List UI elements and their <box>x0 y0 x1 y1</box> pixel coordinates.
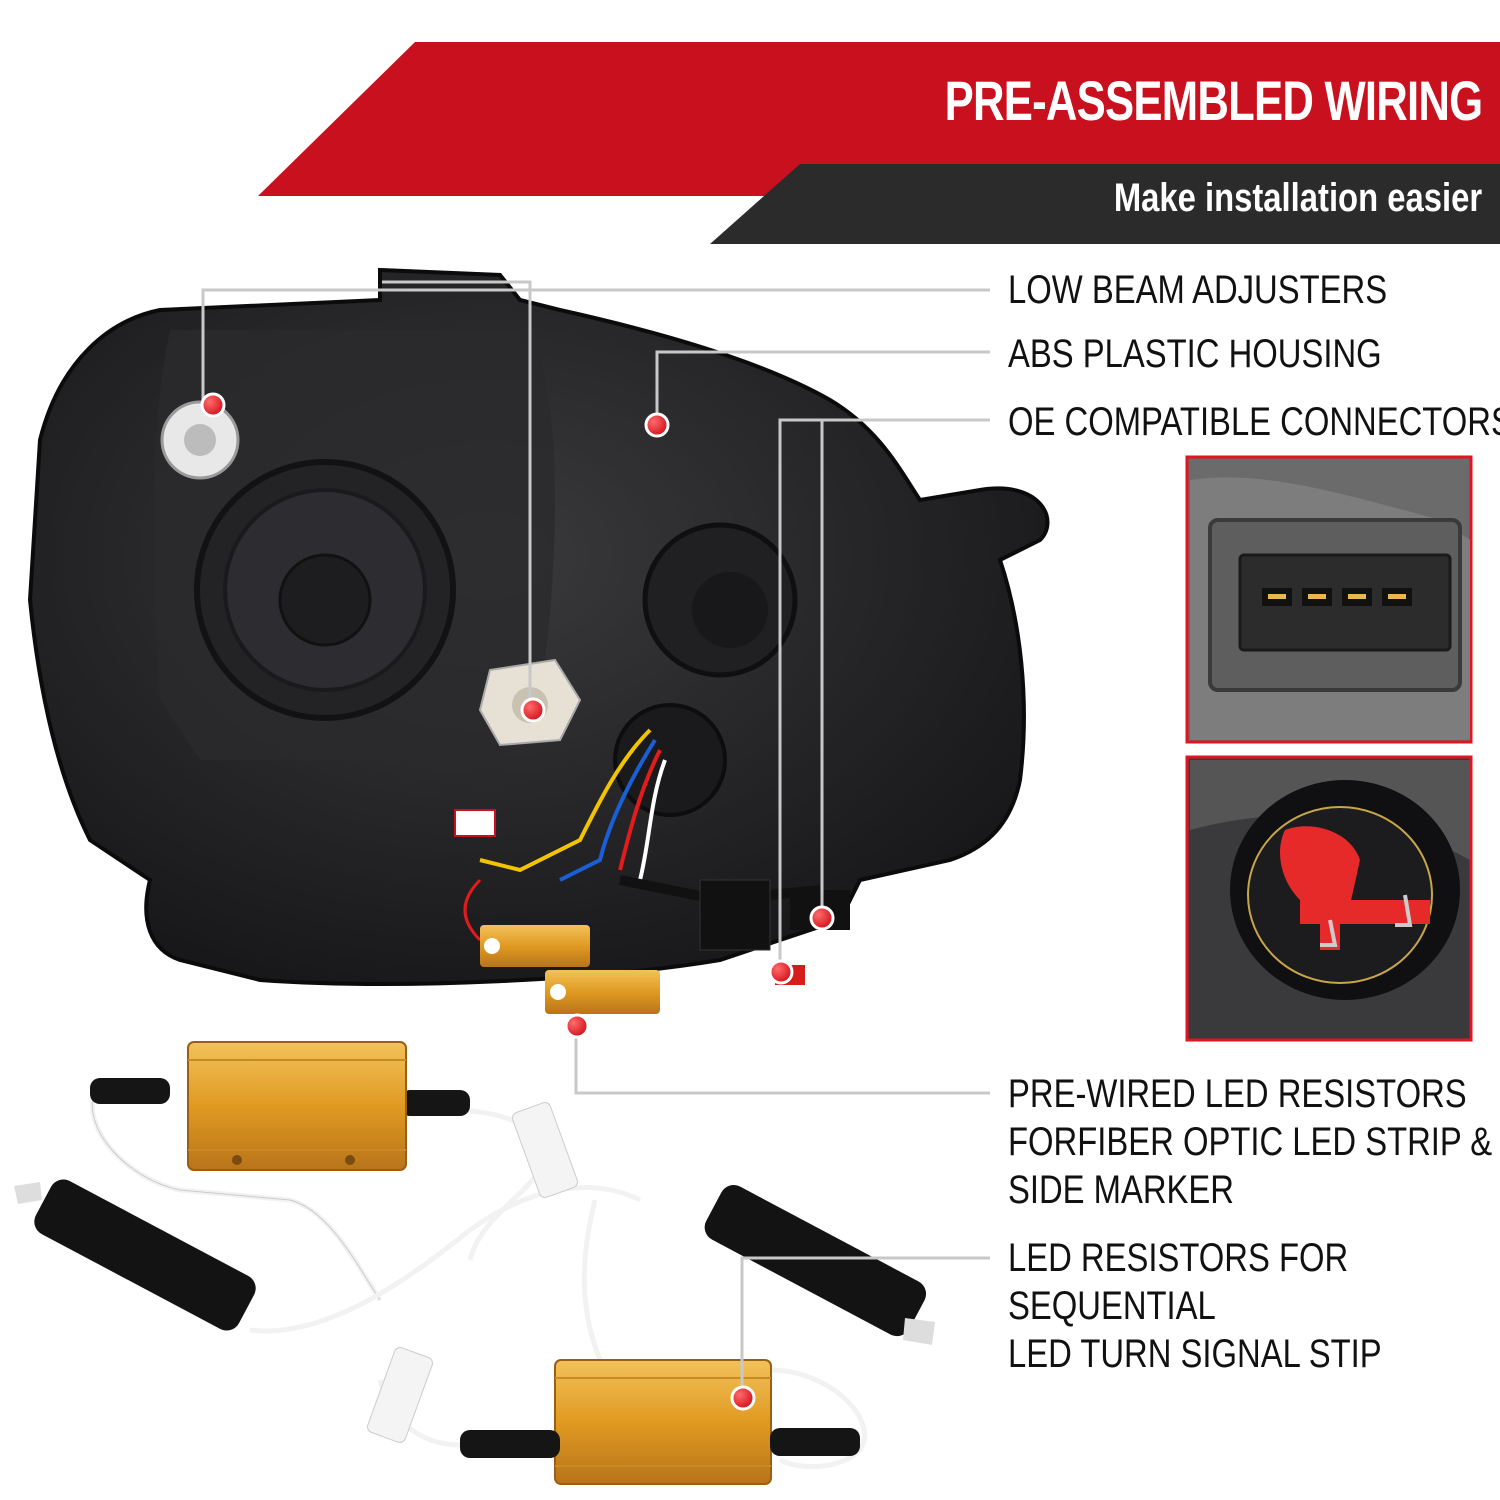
bulb-socket-closeup-photo <box>1185 755 1473 1042</box>
feature-prewired-line-1: PRE-WIRED LED RESISTORS <box>1008 1072 1467 1116</box>
marker-low-beam <box>200 392 226 418</box>
marker-connector-1 <box>809 905 835 931</box>
marker-connector-2 <box>768 959 794 985</box>
line-prewired <box>574 1025 990 1095</box>
feature-low-beam-adjusters: LOW BEAM ADJUSTERS <box>1008 268 1388 312</box>
page-subtitle: Make installation easier <box>1113 176 1482 220</box>
subtitle-banner-dark <box>710 164 1500 244</box>
marker-prewired <box>564 1013 590 1039</box>
feature-prewired-resistors: PRE-WIRED LED RESISTORS FORFIBER OPTIC L… <box>1008 1070 1492 1214</box>
resistor-small-1 <box>480 925 590 967</box>
led-resistor-photo <box>14 1041 935 1485</box>
feature-sequential-line-2: SEQUENTIAL <box>1008 1284 1216 1328</box>
line-low-beam <box>201 288 990 410</box>
feature-abs-plastic-housing: ABS PLASTIC HOUSING <box>1008 332 1382 376</box>
marker-sequential <box>730 1385 756 1411</box>
line-housing <box>655 350 990 420</box>
feature-sequential-line-3: LED TURN SIGNAL STIP <box>1008 1332 1382 1376</box>
connector-closeup-photo <box>1185 455 1473 744</box>
resistor-small-2 <box>545 970 660 1014</box>
feature-sequential-resistors: LED RESISTORS FOR SEQUENTIAL LED TURN SI… <box>1008 1234 1382 1378</box>
callout-lines <box>201 280 990 1395</box>
marker-low-beam-2 <box>520 697 546 723</box>
marker-dots <box>200 392 835 1411</box>
page-title: PRE-ASSEMBLED WIRING <box>944 69 1482 132</box>
feature-oe-connectors: OE COMPATIBLE CONNECTORS <box>1008 400 1500 444</box>
line-sequential <box>740 1256 990 1395</box>
title-banner-red <box>258 42 1500 196</box>
feature-sequential-line-1: LED RESISTORS FOR <box>1008 1236 1349 1280</box>
feature-prewired-line-2: FORFIBER OPTIC LED STRIP & <box>1008 1120 1493 1164</box>
marker-housing <box>644 412 670 438</box>
header-banner <box>258 42 1500 244</box>
line-low-beam-2 <box>382 280 532 700</box>
headlight-back-photo <box>27 267 1050 1014</box>
line-connectors <box>778 418 990 968</box>
feature-prewired-line-3: SIDE MARKER <box>1008 1168 1234 1212</box>
